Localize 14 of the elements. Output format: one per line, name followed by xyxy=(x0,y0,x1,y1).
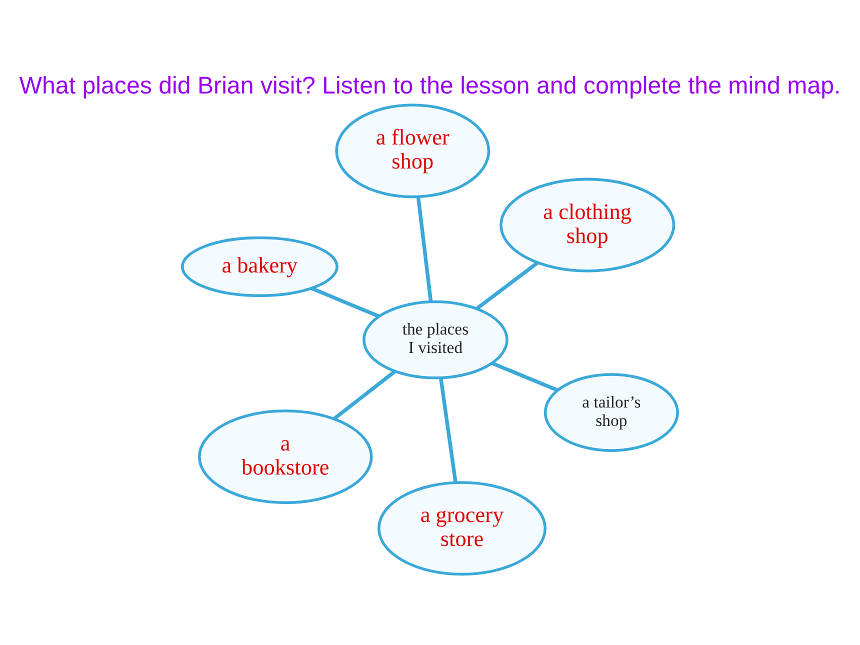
node-ellipse: a tailor’s shop xyxy=(544,373,679,452)
node-ellipse: a clothing shop xyxy=(500,178,676,272)
node-ellipse: a bakery xyxy=(181,236,338,298)
diagram-title: What places did Brian visit? Listen to the lesson and complete the mind map. xyxy=(19,72,841,100)
connector xyxy=(310,286,380,318)
node-ellipse: a bookstore xyxy=(198,410,373,504)
node-ellipse: the places I visited xyxy=(362,300,508,380)
node-ellipse: a flower shop xyxy=(335,104,490,198)
connector xyxy=(438,378,458,483)
connector xyxy=(332,370,396,420)
connector xyxy=(416,196,433,302)
node-ellipse: a grocery store xyxy=(378,481,546,576)
connector xyxy=(476,261,539,310)
connector xyxy=(491,362,558,392)
